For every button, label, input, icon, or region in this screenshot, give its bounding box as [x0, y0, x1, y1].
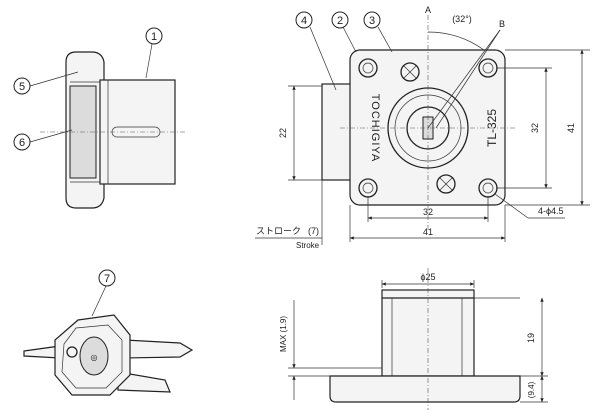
- bottom-base: [329, 375, 521, 403]
- dim-holes: 4-ϕ4.5: [538, 206, 564, 216]
- dim-overall-height: 41: [566, 123, 576, 133]
- dim-max-projection: MAX (1.9): [279, 316, 288, 352]
- svg-text:5: 5: [19, 81, 25, 93]
- stroke-value: (7): [308, 226, 319, 236]
- dim-cylinder-dia: ϕ25: [420, 272, 435, 282]
- stroke-en: Stroke: [296, 241, 320, 250]
- bolt: [321, 83, 353, 181]
- callout-4: 4: [295, 11, 313, 29]
- callout-6: 6: [13, 133, 31, 151]
- svg-text:7: 7: [104, 273, 110, 285]
- svg-text:2: 2: [337, 15, 343, 27]
- callout-7: 7: [98, 269, 116, 287]
- svg-text:3: 3: [369, 15, 375, 27]
- dim-hole-pitch-h: 32: [423, 207, 433, 217]
- callout-3: 3: [363, 11, 381, 29]
- svg-text:◎: ◎: [91, 353, 98, 362]
- dim-hole-pitch-v: 32: [530, 123, 540, 133]
- svg-text:6: 6: [19, 137, 25, 149]
- dim-side-height: 22: [278, 128, 288, 138]
- callout-2: 2: [331, 11, 349, 29]
- callout-1: 1: [145, 27, 163, 45]
- key-emblem: [79, 336, 109, 376]
- side-view: [29, 43, 185, 209]
- svg-text:1: 1: [151, 31, 157, 43]
- dim-overall-width: 41: [423, 227, 433, 237]
- key-view: ◎: [23, 285, 194, 396]
- svg-text:4: 4: [301, 15, 307, 27]
- brand-label: TOCHIGIYA: [369, 94, 381, 163]
- key-blade-right: [123, 339, 194, 359]
- screw-bottom: [436, 174, 456, 194]
- model-label: TL-325: [485, 109, 499, 147]
- front-view: [255, 15, 590, 245]
- dim-base-height: (9.4): [527, 381, 536, 398]
- stroke-jp: ストローク: [256, 226, 301, 236]
- angle-label: (32°): [452, 14, 472, 24]
- dim-cylinder-height: 19: [526, 333, 536, 343]
- screw-top: [400, 62, 420, 82]
- callout-5: 5: [13, 77, 31, 95]
- marker-a: A: [425, 5, 431, 15]
- marker-b: B: [499, 19, 505, 29]
- bottom-view: [288, 268, 548, 410]
